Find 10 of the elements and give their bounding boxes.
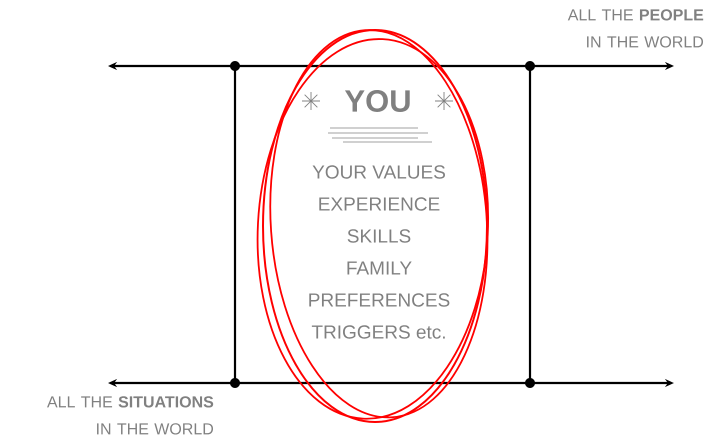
list-item: PREFERENCES [309,293,450,307]
corner-label: ALL THE PEOPLE IN THE WORLD [568,9,704,48]
list-item: SKILLS [348,229,410,243]
heading: YOU [344,90,410,112]
scribbled-ellipse [256,29,489,423]
list-item: TRIGGERS etc. [312,325,445,339]
list-item: FAMILY [347,261,412,275]
list-item: EXPERIENCE [319,197,440,211]
corner-label: ALL THE SITUATIONS IN THE WORLD [47,396,214,435]
list-item: YOUR VALUES [312,165,445,179]
